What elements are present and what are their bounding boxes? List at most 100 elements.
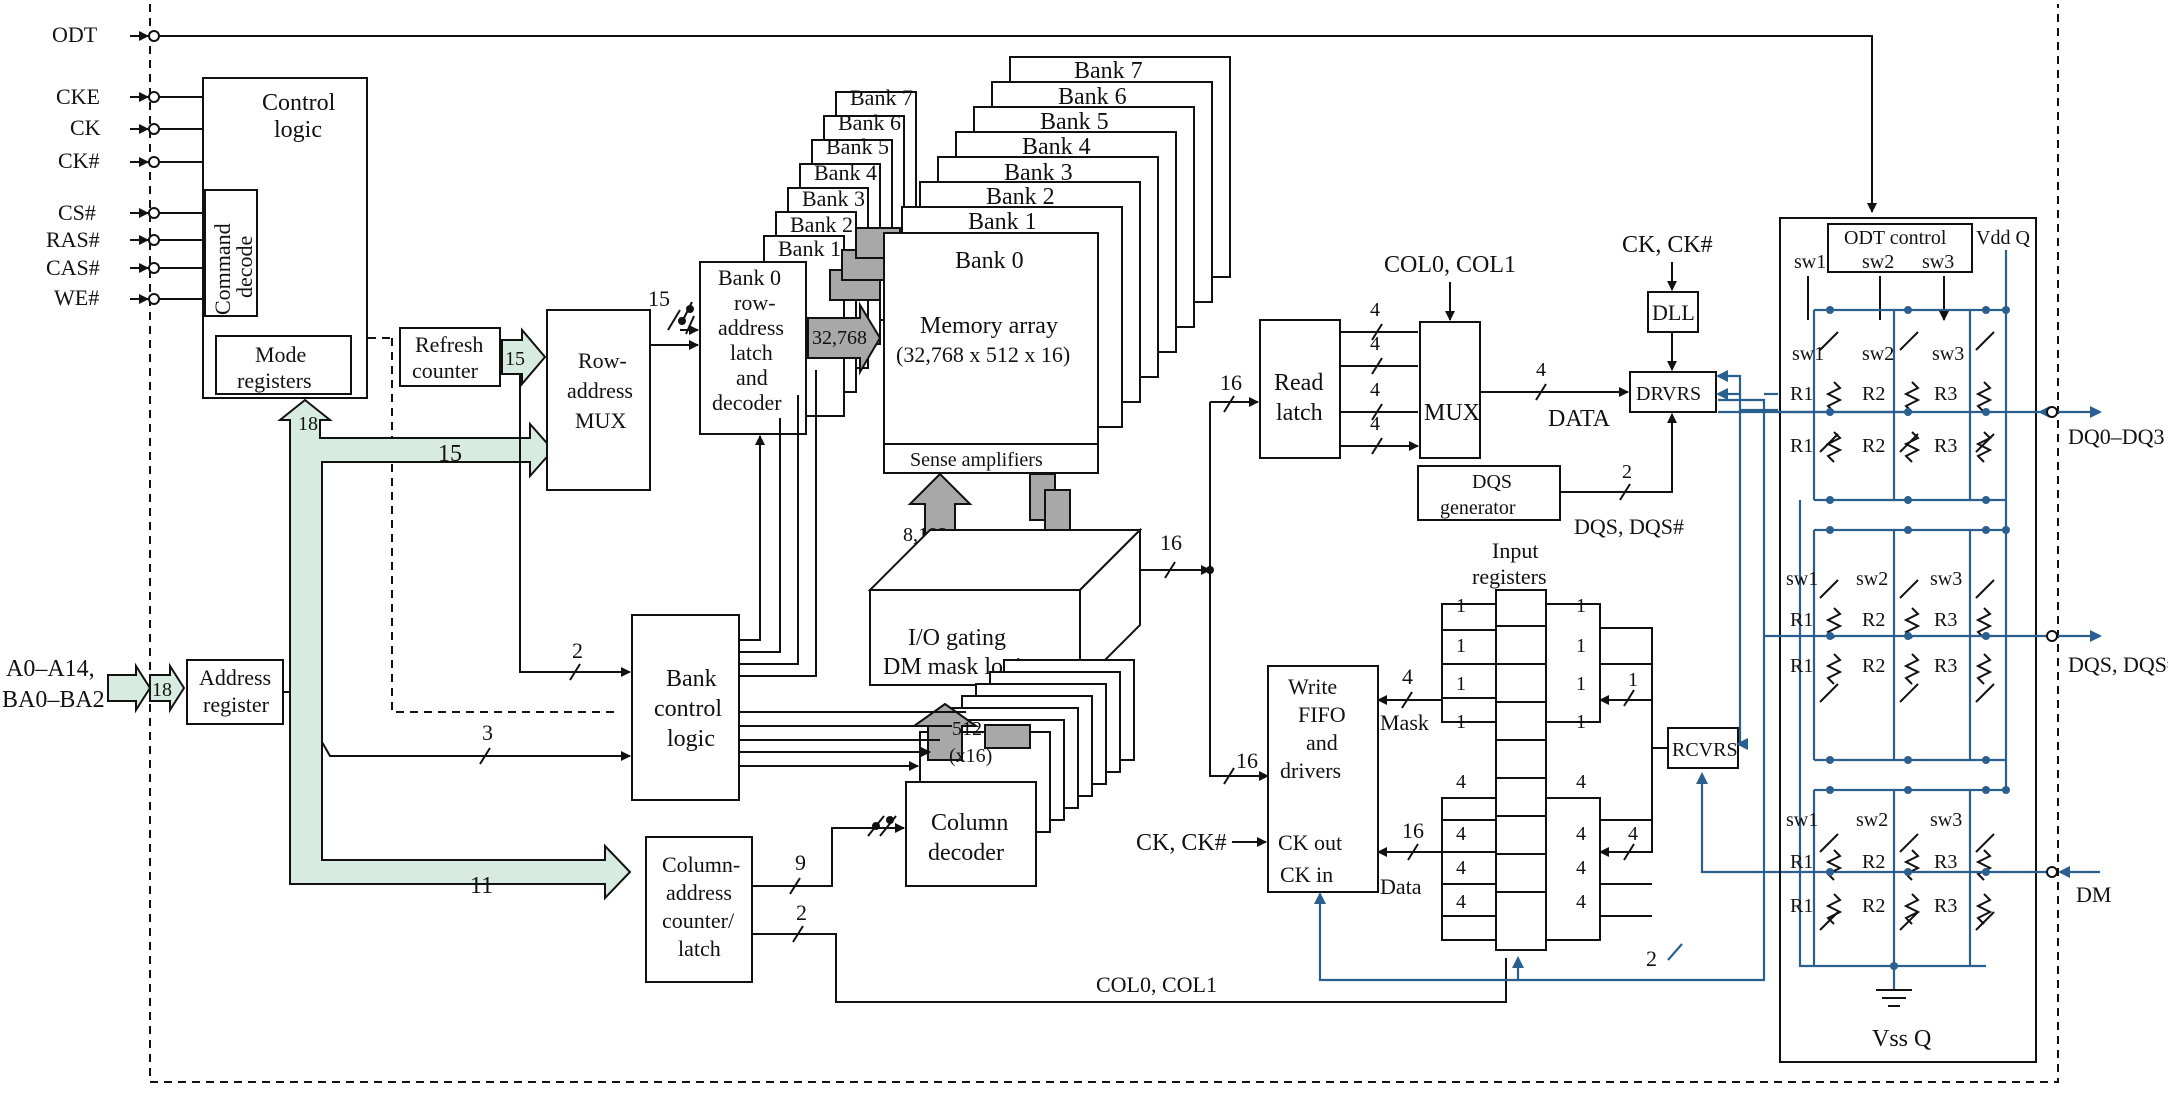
svg-text:Bank 2: Bank 2	[986, 184, 1055, 210]
bank-control-logic-block: Bank control logic	[631, 614, 740, 801]
svg-text:15: 15	[648, 286, 670, 311]
svg-text:1: 1	[1576, 673, 1586, 695]
svg-text:row-: row-	[734, 290, 776, 315]
svg-text:32,768: 32,768	[812, 327, 867, 349]
svg-text:registers: registers	[237, 368, 312, 393]
svg-text:1: 1	[1628, 669, 1638, 691]
svg-text:4: 4	[1456, 891, 1466, 913]
svg-text:decoder: decoder	[712, 390, 782, 415]
svg-text:Bank 7: Bank 7	[1074, 58, 1143, 84]
svg-text:4: 4	[1576, 857, 1586, 879]
svg-text:Bank 5: Bank 5	[826, 134, 889, 159]
svg-text:sw1: sw1	[1794, 251, 1826, 273]
svg-text:4: 4	[1456, 823, 1466, 845]
svg-text:Column-: Column-	[662, 852, 740, 877]
svg-text:registers: registers	[1472, 564, 1547, 589]
svg-text:address: address	[567, 378, 633, 403]
row-address-mux-block: Row- address MUX	[546, 309, 651, 491]
pin-ras-label: RAS#	[46, 227, 100, 252]
refresh-counter-block: Refresh counter 15	[399, 327, 547, 387]
svg-text:register: register	[203, 692, 270, 717]
svg-text:R3: R3	[1934, 383, 1957, 405]
read-latch-block: Read latch	[1259, 319, 1341, 459]
svg-text:16: 16	[1236, 748, 1258, 773]
svg-text:Memory array: Memory array	[920, 313, 1058, 339]
control-logic-block: Control logic Command decode Mode regist…	[202, 77, 368, 399]
svg-text:2: 2	[572, 638, 583, 663]
pin-cke-label: CKE	[56, 84, 100, 109]
svg-text:15: 15	[438, 441, 462, 467]
svg-text:15: 15	[505, 348, 525, 370]
svg-text:1: 1	[1576, 711, 1586, 733]
svg-text:Vss Q: Vss Q	[1872, 1026, 1931, 1052]
svg-text:3: 3	[482, 720, 493, 745]
svg-text:4: 4	[1402, 664, 1413, 689]
svg-text:18: 18	[152, 679, 172, 701]
svg-text:4: 4	[1576, 771, 1586, 793]
pin-odt-label: ODT	[52, 22, 98, 47]
svg-text:1: 1	[1456, 711, 1466, 733]
svg-text:DM: DM	[2076, 882, 2111, 907]
svg-text:1: 1	[1456, 595, 1466, 617]
svg-text:Refresh: Refresh	[415, 332, 483, 357]
svg-text:sw3: sw3	[1930, 568, 1962, 590]
svg-text:A0–A14,: A0–A14,	[6, 656, 95, 682]
svg-text:sw3: sw3	[1922, 251, 1954, 273]
svg-text:CK out: CK out	[1278, 830, 1342, 855]
svg-text:R3: R3	[1934, 895, 1957, 917]
svg-text:decoder: decoder	[928, 840, 1004, 866]
svg-text:ODT control: ODT control	[1844, 227, 1947, 249]
column-decoder-stack: Column decoder	[905, 659, 1135, 887]
svg-text:Bank 0: Bank 0	[718, 265, 781, 290]
rcvrs-block: RCVRS	[1667, 727, 1739, 769]
svg-text:11: 11	[470, 873, 493, 899]
svg-text:1: 1	[1456, 673, 1466, 695]
column-address-counter-block: Column- address counter/ latch	[645, 836, 753, 983]
svg-text:RCVRS: RCVRS	[1672, 739, 1738, 761]
row-decode-bus	[807, 301, 882, 376]
svg-text:Read: Read	[1274, 370, 1323, 396]
svg-text:2: 2	[796, 900, 807, 925]
bank0-memory-array	[883, 232, 1099, 474]
pin-cas-label: CAS#	[46, 255, 100, 280]
svg-text:logic: logic	[667, 726, 715, 752]
svg-text:4: 4	[1576, 891, 1586, 913]
input-registers-block	[1441, 589, 1601, 951]
svg-text:Bank 7: Bank 7	[850, 85, 913, 110]
svg-text:DQS, DQS#: DQS, DQS#	[2068, 652, 2168, 677]
svg-text:Control: Control	[262, 90, 336, 116]
pin-cs-label: CS#	[58, 200, 96, 225]
svg-text:DQS, DQS#: DQS, DQS#	[1574, 514, 1684, 539]
svg-text:control: control	[654, 696, 722, 722]
svg-text:CK, CK#: CK, CK#	[1622, 232, 1713, 258]
svg-text:and: and	[1306, 730, 1338, 755]
address-bus	[277, 398, 632, 901]
svg-text:sw3: sw3	[1930, 809, 1962, 831]
svg-text:16: 16	[1220, 370, 1242, 395]
svg-text:BA0–BA2: BA0–BA2	[2, 687, 105, 713]
svg-text:counter: counter	[412, 358, 479, 383]
mux-block: MUX	[1419, 321, 1481, 459]
svg-text:2: 2	[1622, 461, 1632, 483]
svg-text:Bank 1: Bank 1	[968, 209, 1037, 235]
address-input: A0–A14, BA0–BA2 18 Address register	[2, 656, 284, 725]
svg-text:latch: latch	[678, 936, 721, 961]
svg-text:R2: R2	[1862, 655, 1885, 677]
svg-text:DQ0–DQ3: DQ0–DQ3	[2068, 424, 2165, 449]
svg-text:Command: Command	[210, 223, 235, 315]
svg-text:and: and	[736, 365, 768, 390]
svg-text:DQS: DQS	[1472, 471, 1512, 493]
svg-text:DLL: DLL	[1652, 300, 1695, 325]
svg-text:R2: R2	[1862, 435, 1885, 457]
svg-text:logic: logic	[274, 117, 322, 143]
svg-text:drivers: drivers	[1280, 758, 1341, 783]
control-pins: ODT CKE CK CK# CS# RAS# CAS# WE#	[46, 22, 1877, 310]
svg-text:1: 1	[1576, 635, 1586, 657]
svg-text:FIFO: FIFO	[1298, 702, 1346, 727]
svg-text:Address: Address	[199, 665, 271, 690]
svg-text:Bank 3: Bank 3	[802, 186, 865, 211]
svg-text:Mask: Mask	[1380, 710, 1429, 735]
svg-text:address: address	[666, 880, 732, 905]
svg-text:Mode: Mode	[255, 342, 306, 367]
